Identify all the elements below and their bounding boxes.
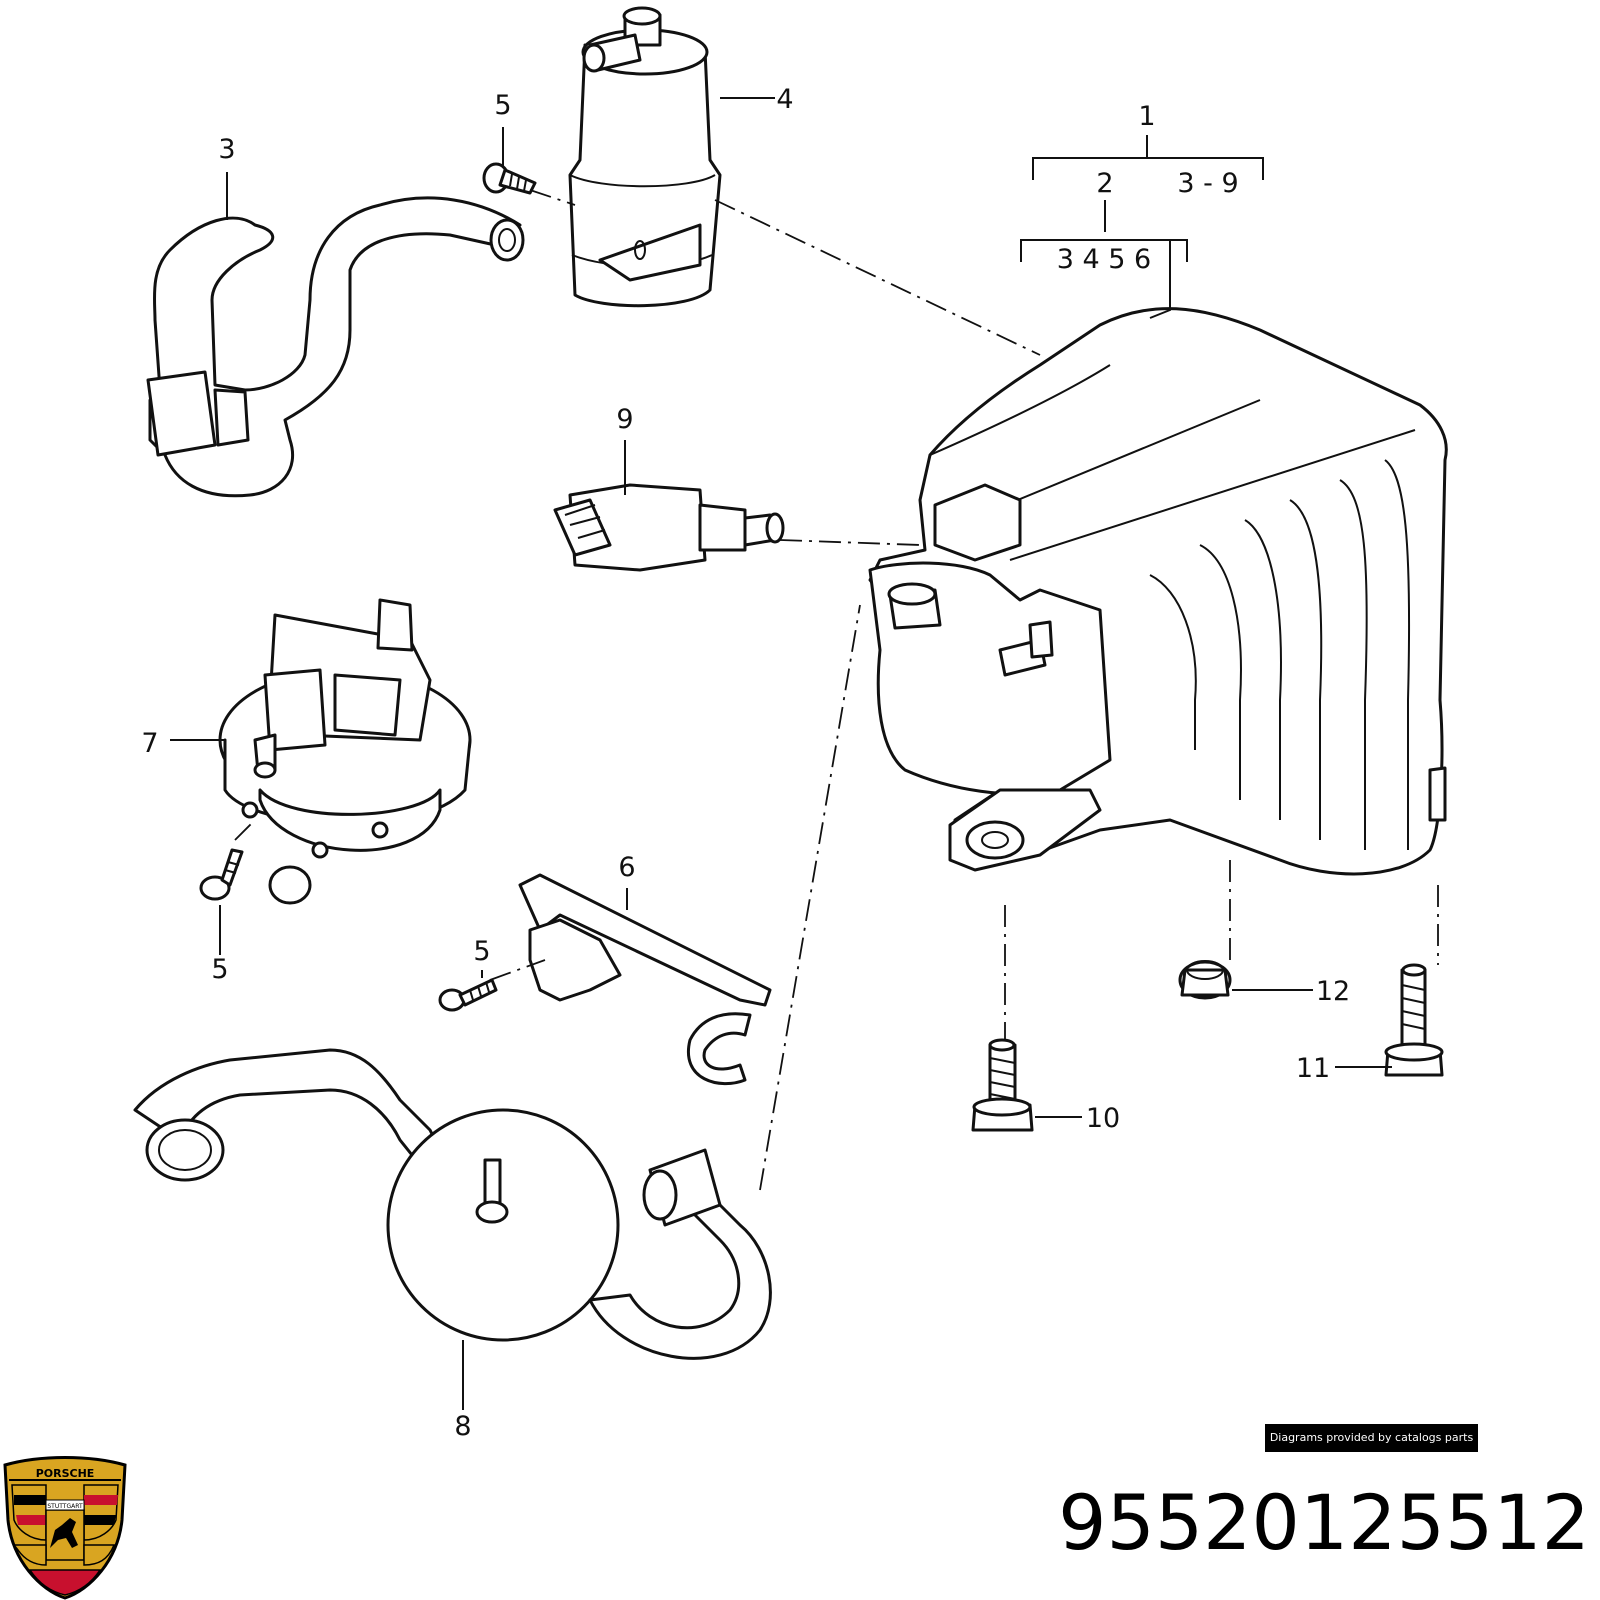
callout-1: 1 <box>1138 101 1155 132</box>
callout-5-left: 5 <box>211 954 228 985</box>
part-6-bracket <box>518 873 772 1086</box>
part-1-canister <box>868 307 1448 876</box>
part-5-screw-top <box>482 162 537 195</box>
part-3-hose <box>146 196 525 498</box>
part-number: 95520125512 <box>1058 1478 1590 1567</box>
callout-8: 8 <box>454 1411 471 1442</box>
part-8-damper <box>133 1048 772 1360</box>
diagram-credit-badge: Diagrams provided by catalogs parts <box>1265 1424 1478 1452</box>
callout-12: 12 <box>1316 976 1350 1007</box>
part-5-screw-left <box>199 848 244 901</box>
part-12-nut <box>1178 960 1232 1000</box>
callout-9: 9 <box>616 404 633 435</box>
callout-2: 2 <box>1096 168 1113 199</box>
canister-ribs <box>1149 459 1411 850</box>
callout-11: 11 <box>1296 1053 1330 1084</box>
callout-5-mid: 5 <box>473 936 490 967</box>
crest-brand-text: PORSCHE <box>36 1467 95 1480</box>
part-9-valve <box>553 483 785 572</box>
porsche-crest-logo: PORSCHE STUTTGART <box>3 1456 127 1600</box>
part-5-screw-mid <box>438 978 498 1012</box>
callout-3456: 3 4 5 6 <box>1057 244 1151 275</box>
crest-city-text: STUTTGART <box>47 1503 83 1510</box>
callout-10: 10 <box>1086 1103 1120 1134</box>
part-7-pump <box>218 598 472 905</box>
callout-labels: 1 2 3 - 9 3 4 5 6 3 4 5 9 7 5 6 5 8 10 1… <box>141 84 1350 1442</box>
callout-3: 3 <box>218 134 235 165</box>
callout-3-9: 3 - 9 <box>1177 168 1238 199</box>
part-10-bolt <box>971 1038 1034 1132</box>
callout-7: 7 <box>141 728 158 759</box>
callout-5-top: 5 <box>494 90 511 121</box>
assembly-lines <box>234 189 1439 1191</box>
leader-lines <box>170 97 1392 1410</box>
part-11-bolt <box>1384 963 1444 1077</box>
callout-4: 4 <box>776 84 793 115</box>
part-4-filter <box>568 6 722 308</box>
callout-6: 6 <box>618 852 635 883</box>
